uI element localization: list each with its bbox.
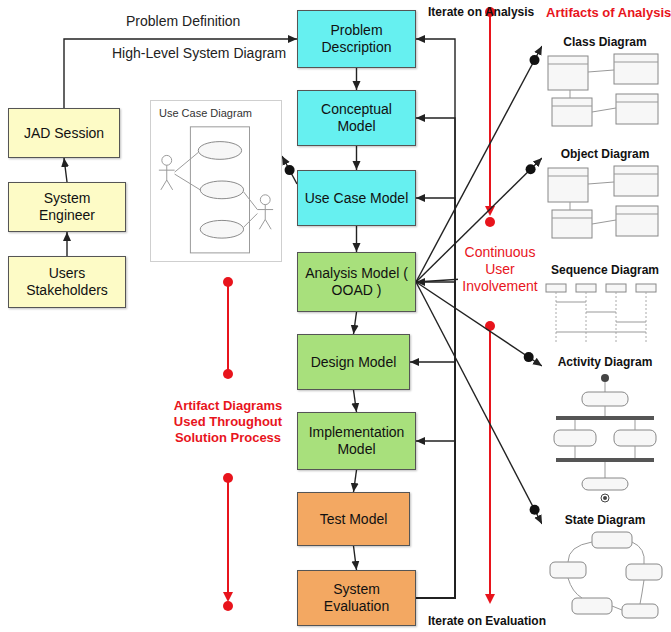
artifact-thumbnail: Sequence Diagram (542, 262, 668, 346)
annotation-label: Continuous User Involvement (458, 243, 542, 296)
box-label: Use Case Model (300, 190, 414, 207)
flow-arrow (416, 441, 455, 598)
artifact-thumbnail: State Diagram (542, 512, 668, 628)
red-dot (485, 217, 495, 227)
flow-arrow (356, 226, 357, 252)
annotation-label: Artifacts of Analysis (546, 5, 671, 21)
process-box: Use Case Model (297, 170, 416, 226)
thumbnail-title: Activity Diagram (542, 354, 668, 369)
end-dot (530, 55, 540, 65)
box-label: Conceptual Model (298, 101, 415, 135)
flow-arrow (416, 282, 542, 524)
process-box: Problem Description (297, 10, 416, 68)
thumbnail-sketch (542, 34, 668, 138)
process-box: Users Stakeholders (8, 256, 126, 308)
flow-arrow (356, 146, 357, 170)
red-dot (223, 277, 233, 287)
involvement-arrowhead (485, 594, 495, 604)
thumbnail-title: Class Diagram (542, 34, 668, 49)
thumbnail-sketch (542, 354, 668, 504)
involvement-arrowhead (485, 206, 495, 216)
artifact-arrowhead (223, 592, 233, 602)
flow-arrow (354, 312, 357, 334)
red-dot (223, 369, 233, 379)
flow-arrow (356, 68, 357, 90)
annotation-label: Problem Definition (126, 13, 240, 30)
box-label: JAD Session (19, 125, 109, 142)
end-dot (524, 352, 534, 362)
box-label: Users Stakeholders (9, 265, 125, 299)
flow-arrow (354, 390, 357, 412)
process-box: System Engineer (8, 182, 126, 232)
thumbnail-title: Object Diagram (542, 146, 668, 161)
annotation-label: High-Level System Diagram (112, 45, 286, 62)
process-box: JAD Session (8, 108, 120, 158)
process-box: Design Model (297, 334, 410, 390)
involvement-line (489, 326, 491, 596)
process-box: Analysis Model ( OOAD ) (297, 252, 416, 312)
process-box: Implementation Model (297, 412, 416, 470)
box-label: System Evaluation (298, 581, 415, 615)
involvement-line (489, 14, 491, 210)
flow-arrow (410, 362, 455, 598)
box-label: Test Model (315, 511, 393, 528)
artifact-line (227, 282, 229, 372)
process-box: Conceptual Model (297, 90, 416, 146)
thumbnail-sketch (151, 101, 281, 261)
end-dot (526, 164, 536, 174)
thumbnail-title: State Diagram (542, 512, 668, 527)
annotation-label: Iterate on Evaluation (428, 614, 546, 629)
flow-arrow (416, 118, 455, 598)
end-dot (285, 165, 295, 175)
flow-arrow (354, 470, 357, 492)
thumbnail-title: Sequence Diagram (542, 262, 668, 277)
artifact-thumbnail: Object Diagram (542, 146, 668, 244)
flow-arrow (64, 39, 297, 108)
artifact-thumbnail: Activity Diagram (542, 354, 668, 504)
flow-arrow (64, 158, 67, 182)
annotation-label: Artifact Diagrams Used Throughout Soluti… (166, 398, 290, 446)
red-dot (223, 473, 233, 483)
box-label: Problem Description (298, 22, 415, 56)
artifact-thumbnail: Class Diagram (542, 34, 668, 138)
thumbnail-title: Use Case Diagram (159, 107, 252, 119)
flow-arrow (282, 156, 297, 184)
flow-arrow (416, 198, 455, 598)
flow-arrow (416, 282, 455, 598)
box-label: Design Model (306, 354, 402, 371)
box-label: Analysis Model ( OOAD ) (298, 265, 415, 299)
flow-arrow (66, 232, 67, 256)
artifact-line (227, 480, 229, 594)
thumbnail-sketch (542, 512, 668, 628)
process-box: Test Model (297, 492, 410, 546)
diagram-thumbnail: Use Case Diagram (150, 100, 282, 262)
box-label: System Engineer (9, 190, 125, 224)
end-dot (530, 505, 540, 515)
red-dot (223, 601, 233, 611)
flow-arrow (354, 546, 357, 570)
annotation-label: Iterate on Analysis (428, 5, 534, 20)
box-label: Implementation Model (298, 424, 415, 458)
process-box: System Evaluation (297, 570, 416, 626)
